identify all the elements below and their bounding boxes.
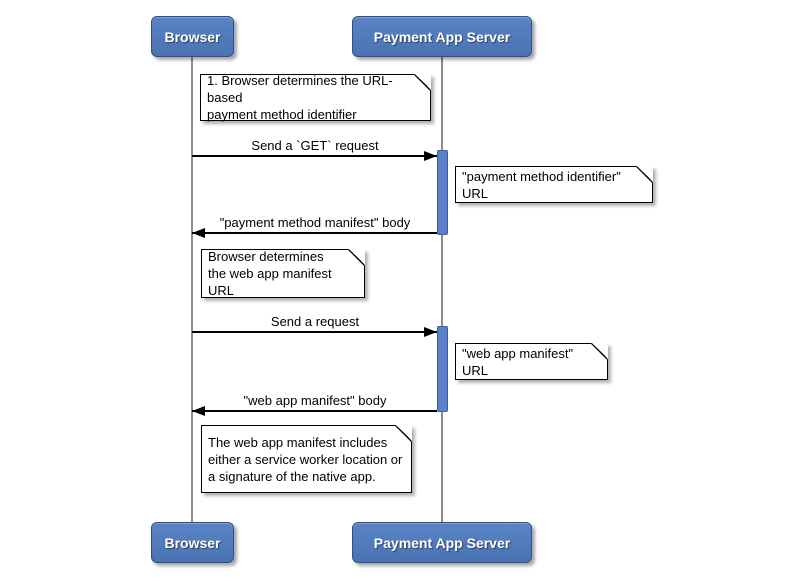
actor-server-label: Payment App Server [373,28,511,45]
server-activation-bar-1 [437,150,448,235]
note-determine-web-app-manifest: Browser determines the web app manifest … [201,249,365,298]
message-web-app-manifest-body-line [192,410,437,412]
message-payment-method-manifest-body-label: "payment method manifest" body [219,215,411,230]
note-fold-icon [414,74,431,91]
server-activation-bar-2 [437,326,448,412]
note-text: Browser determines the web app manifest … [208,249,332,298]
message-payment-method-manifest-body-line [192,232,437,234]
note-fold-icon [591,343,608,360]
note-text: The web app manifest includes either a s… [208,434,403,484]
actor-browser-label: Browser [164,28,221,45]
message-send-request-line [192,331,437,333]
note-text: "web app manifest" URL [462,345,574,378]
browser-lifeline [191,57,193,522]
message-send-request-label: Send a request [270,314,360,329]
actor-browser-top: Browser [151,16,234,57]
note-payment-method-identifier-url: "payment method identifier" URL [455,166,653,203]
message-get-request-line [192,155,437,157]
actor-server-label: Payment App Server [373,534,511,551]
actor-browser-label: Browser [164,534,221,551]
arrowhead-left-icon [192,406,205,416]
server-lifeline [441,57,443,522]
note-web-app-manifest-contents: The web app manifest includes either a s… [201,425,412,493]
note-text: "payment method identifier" URL [462,168,621,201]
arrowhead-right-icon [424,327,437,337]
note-fold-icon [636,166,653,183]
message-get-request-label: Send a `GET` request [251,138,379,153]
note-text: 1. Browser determines the URL-based paym… [207,73,393,122]
actor-browser-bottom: Browser [151,522,234,563]
actor-server-bottom: Payment App Server [352,522,532,563]
arrowhead-left-icon [192,228,205,238]
actor-server-top: Payment App Server [352,16,532,57]
note-determine-payment-method-identifier: 1. Browser determines the URL-based paym… [200,73,431,122]
note-web-app-manifest-url: "web app manifest" URL [455,343,608,380]
arrowhead-right-icon [424,151,437,161]
note-fold-icon [395,425,412,442]
message-web-app-manifest-body-label: "web app manifest" body [243,393,387,408]
note-fold-icon [348,249,365,266]
